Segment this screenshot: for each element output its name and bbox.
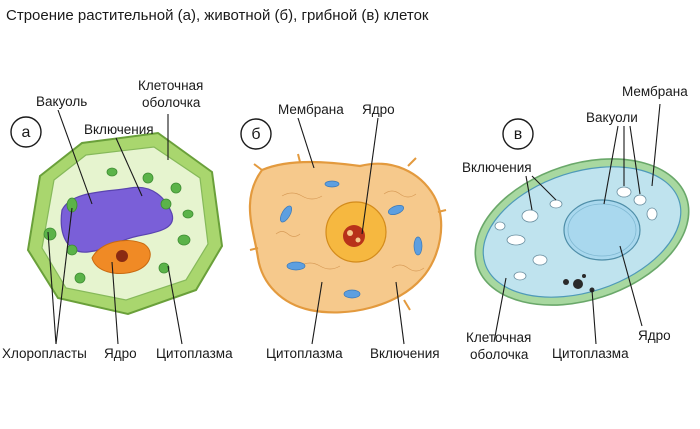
fungal-label-wall-2: оболочка xyxy=(470,347,529,362)
plant-label-wall-2: оболочка xyxy=(142,95,201,110)
diagram-title: Строение растительной (а), животной (б),… xyxy=(6,7,429,24)
plant-cell: а Вакуоль Включ xyxy=(2,78,233,361)
fungal-nucleus xyxy=(563,199,641,261)
fungal-cell-badge: в xyxy=(514,126,523,143)
animal-cell-badge: б xyxy=(251,126,260,143)
plant-label-chloroplasts: Хлоропласты xyxy=(2,346,87,361)
fungal-label-membrane: Мембрана xyxy=(622,84,688,99)
plant-label-wall-1: Клеточная xyxy=(138,78,203,93)
animal-label-nucleus: Ядро xyxy=(362,102,395,117)
fungal-label-cytoplasm: Цитоплазма xyxy=(552,346,629,361)
animal-endoplasmic-reticulum xyxy=(275,190,425,272)
plant-label-cytoplasm: Цитоплазма xyxy=(156,346,233,361)
fungal-label-inclusions: Включения xyxy=(462,160,532,175)
fungal-label-nucleus: Ядро xyxy=(638,328,671,343)
animal-label-inclusions: Включения xyxy=(370,346,440,361)
fungal-label-lines xyxy=(493,103,661,345)
fungal-vacuoles xyxy=(494,186,658,281)
fungal-inclusions xyxy=(563,274,595,293)
plant-label-inclusions: Включения xyxy=(84,122,154,137)
plant-cell-badge: а xyxy=(22,124,31,141)
animal-cell: б xyxy=(240,102,447,361)
plant-vacuole xyxy=(60,186,174,253)
animal-organelles xyxy=(279,180,423,299)
fungal-cell-badge-circle xyxy=(502,118,534,150)
plant-label-nucleus: Ядро xyxy=(104,346,137,361)
plant-label-lines xyxy=(47,109,183,345)
animal-label-membrane: Мембрана xyxy=(278,102,344,117)
plant-nucleolus xyxy=(116,250,128,262)
fungal-cell: в xyxy=(462,84,690,362)
fungal-label-vacuoles: Вакуоли xyxy=(586,110,638,125)
animal-label-lines xyxy=(297,117,405,345)
plant-chloroplasts xyxy=(43,167,194,284)
animal-cell-badge-circle xyxy=(240,118,272,150)
fungal-label-wall-1: Клеточная xyxy=(466,330,531,345)
animal-membrane-projections xyxy=(249,153,447,311)
animal-nucleolus xyxy=(343,225,365,247)
animal-label-cytoplasm: Цитоплазма xyxy=(266,346,343,361)
plant-label-vacuole: Вакуоль xyxy=(36,94,87,109)
plant-cell-badge-circle xyxy=(10,116,42,148)
